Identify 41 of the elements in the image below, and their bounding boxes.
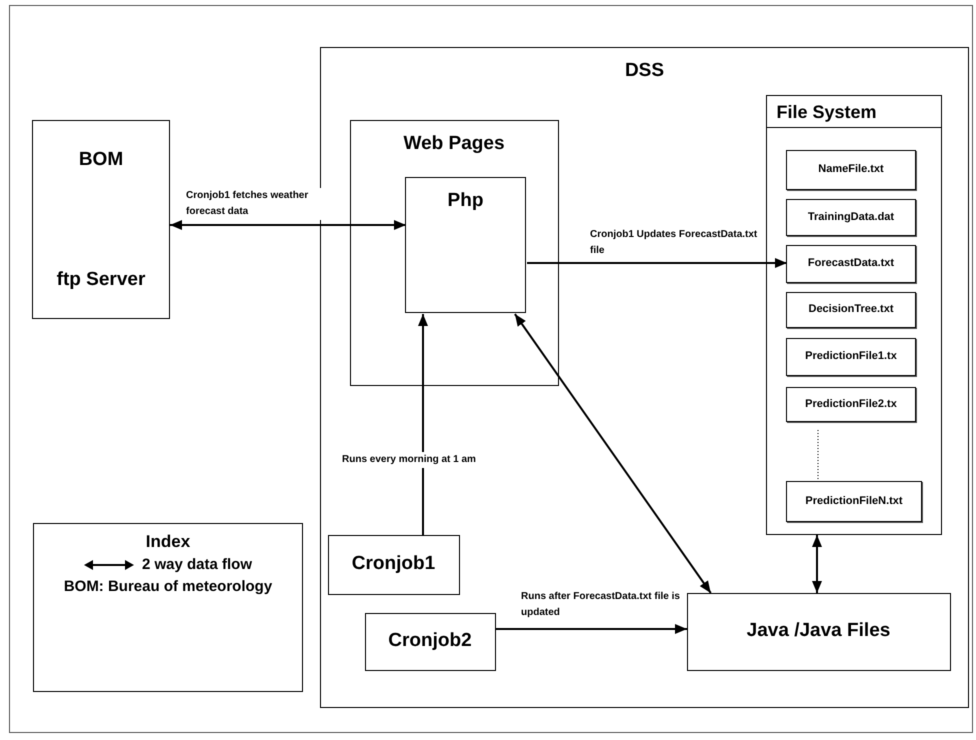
file-box xyxy=(786,481,922,522)
box-label: ftp Server xyxy=(56,269,146,292)
box-label: Cronjob1 xyxy=(352,553,436,576)
arrow xyxy=(514,313,712,594)
arrow xyxy=(496,624,687,634)
system-box xyxy=(405,177,526,313)
file-name: NameFile.txt xyxy=(818,163,884,177)
process-box xyxy=(364,612,496,670)
file-name: PredictionFile1.tx xyxy=(805,350,897,364)
file-box xyxy=(786,387,916,422)
file-name: PredictionFileN.txt xyxy=(805,494,903,508)
folder-panel xyxy=(766,94,942,534)
box-label: BOM xyxy=(78,149,124,172)
system-box xyxy=(320,47,969,708)
system-box xyxy=(350,120,558,386)
panel-heading: File System xyxy=(766,96,940,128)
box-label: DSS xyxy=(624,60,664,83)
box-label: Cronjob2 xyxy=(388,630,472,653)
file-box xyxy=(786,338,916,376)
box-label: Java /Java Files xyxy=(746,620,890,643)
arrow xyxy=(527,258,787,268)
abbreviation-note: BOM: Bureau of meteorology xyxy=(64,578,272,596)
process-box xyxy=(328,534,460,594)
box-label: Php xyxy=(448,190,484,213)
file-name: PredictionFile2.tx xyxy=(805,398,897,412)
arrow xyxy=(170,220,406,230)
index-box xyxy=(33,523,303,692)
file-box xyxy=(786,292,916,328)
box-label: Web Pages xyxy=(403,132,505,156)
file-name: ForecastData.txt xyxy=(808,257,894,271)
file-box xyxy=(786,199,916,236)
file-name: TrainingData.dat xyxy=(808,210,894,224)
arrow xyxy=(812,535,822,593)
legend-text: 2 way data flow xyxy=(142,556,252,574)
arrow xyxy=(418,314,428,535)
index-heading: Index xyxy=(146,532,190,552)
server-box xyxy=(32,120,170,319)
file-name: DecisionTree.txt xyxy=(808,303,894,317)
file-box xyxy=(786,150,916,190)
process-box xyxy=(686,592,950,670)
file-box xyxy=(786,245,916,283)
